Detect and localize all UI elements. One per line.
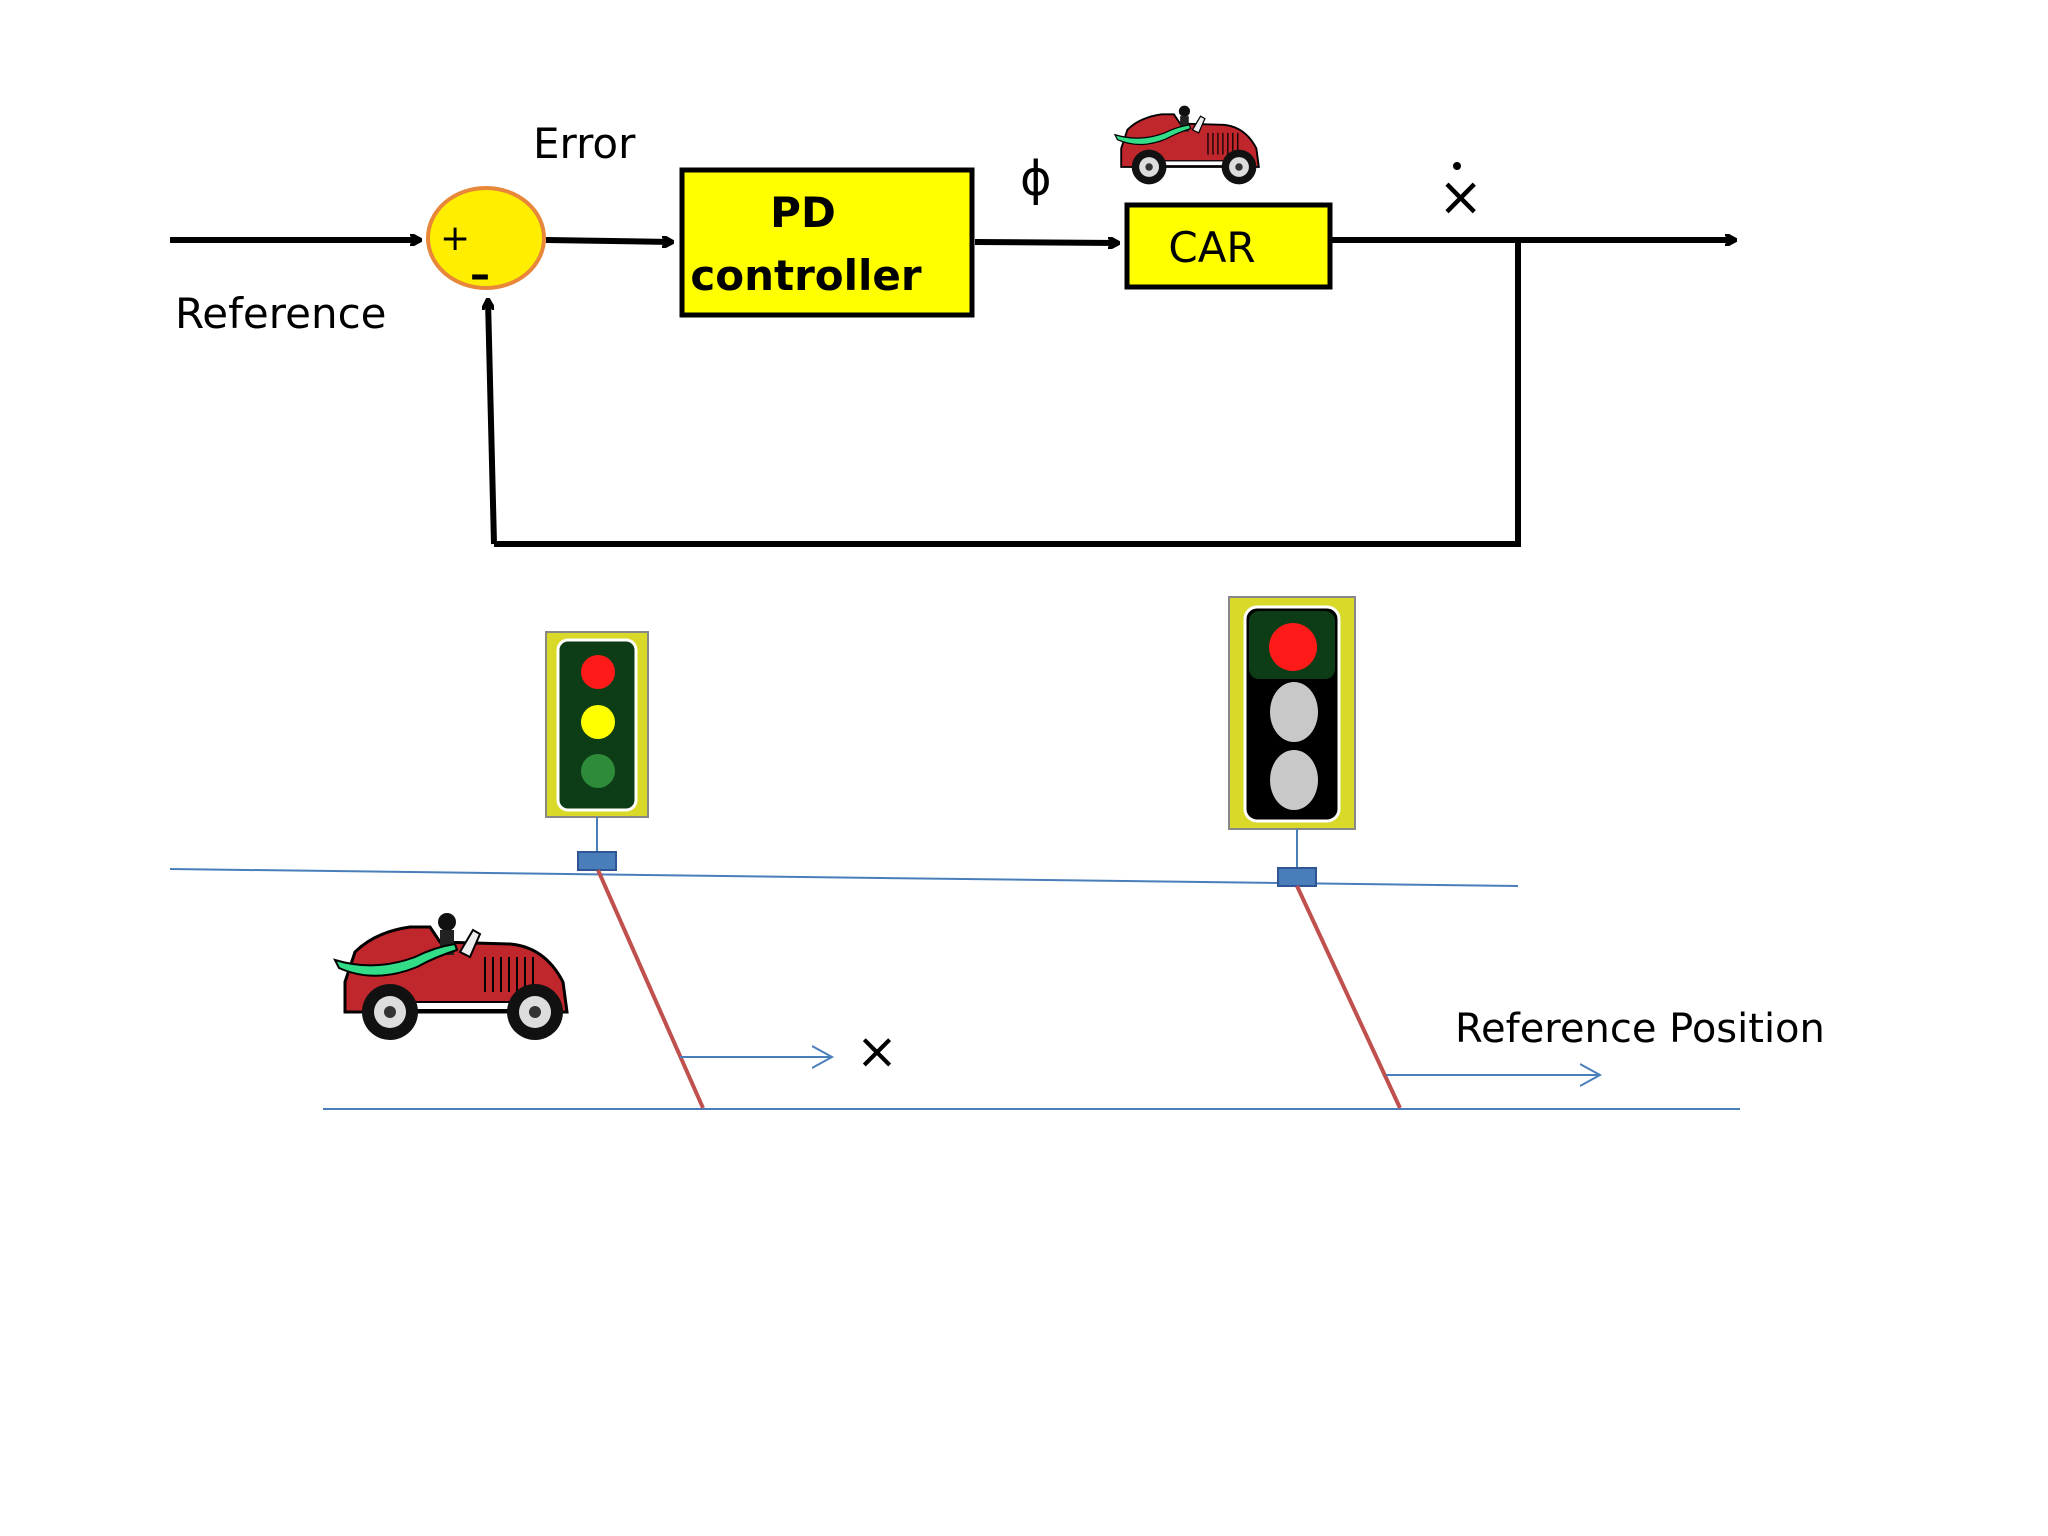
- car-block: [1124, 202, 1333, 290]
- error-arrow: [545, 240, 672, 242]
- feedback-arrow: [488, 300, 497, 545]
- right-light-red-lamp: [1269, 623, 1317, 671]
- left-light-yellow-lamp: [581, 705, 615, 739]
- junction-plus-sign: +: [440, 218, 470, 259]
- road-car-icon: [333, 911, 569, 1042]
- car-block-car-icon: [1114, 104, 1260, 186]
- reference-label: Reference: [175, 289, 387, 338]
- right-light-middle-lamp: [1270, 682, 1318, 742]
- right-light-pole-line: [1295, 885, 1402, 1109]
- feedback-loop-line: [494, 240, 1521, 547]
- reference-position-label: Reference Position: [1455, 1006, 1825, 1052]
- traffic-light-left: [545, 631, 649, 871]
- phi-arrow: [974, 242, 1118, 243]
- error-label: Error: [533, 119, 636, 168]
- x-position-label: ×: [856, 1022, 898, 1080]
- left-light-pole-line: [596, 869, 705, 1109]
- left-light-green-lamp: [581, 754, 615, 788]
- right-light-sensor: [1277, 867, 1317, 887]
- left-light-sensor: [577, 851, 617, 871]
- right-light-bottom-lamp: [1270, 750, 1318, 810]
- phi-label: ϕ: [1020, 151, 1052, 207]
- pd-controller-block: [679, 167, 975, 318]
- x-dot-derivative-dot: [1453, 162, 1461, 170]
- car-block-label: CAR: [1168, 223, 1255, 272]
- junction-minus-sign: –: [470, 252, 490, 298]
- x-dot-label: ×: [1438, 165, 1483, 228]
- pd-controller-label-line2: controller: [690, 251, 922, 300]
- traffic-light-right: [1228, 596, 1356, 887]
- left-light-red-lamp: [581, 655, 615, 689]
- summing-junction: [426, 186, 546, 290]
- pd-controller-label-line1: PD: [770, 188, 836, 237]
